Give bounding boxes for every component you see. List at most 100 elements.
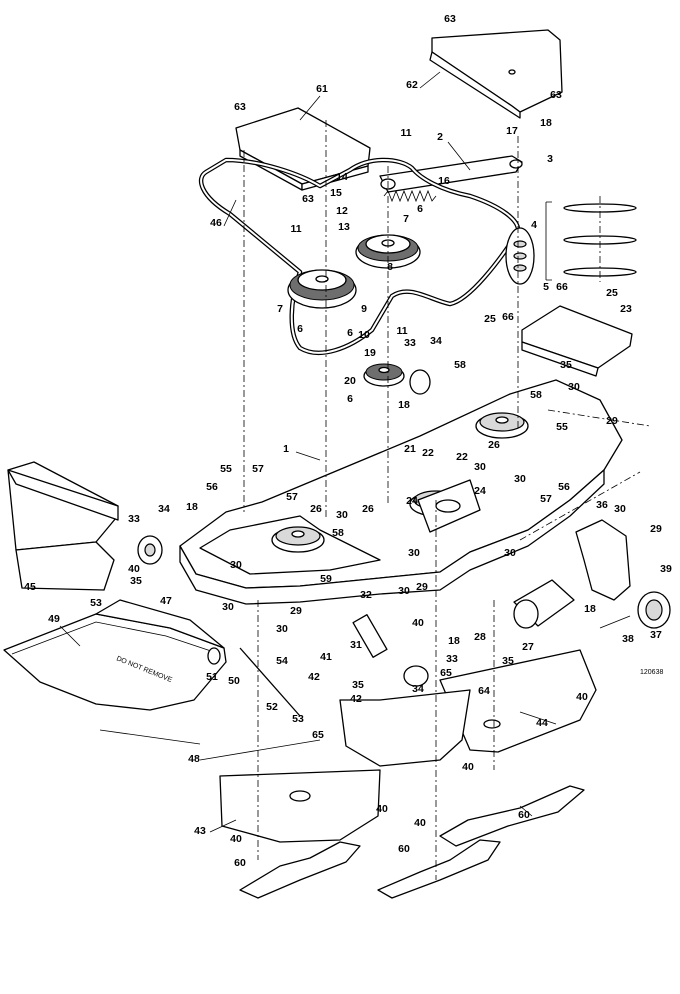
- callout-6: 6: [347, 327, 353, 339]
- callout-46: 46: [210, 217, 222, 229]
- callout-64: 64: [478, 685, 490, 697]
- anti-scalp-wheel-assembly: [575, 519, 671, 629]
- callout-66: 66: [556, 281, 568, 293]
- callout-61: 61: [316, 83, 328, 95]
- discharge-rod: [239, 647, 301, 717]
- callout-66: 66: [502, 311, 514, 323]
- callout-63: 63: [550, 89, 562, 101]
- callout-35: 35: [352, 679, 364, 691]
- callout-23: 23: [620, 303, 632, 315]
- callout-41: 41: [320, 651, 332, 663]
- callout-5: 5: [543, 281, 549, 293]
- callout-59: 59: [320, 573, 332, 585]
- callout-3: 3: [547, 153, 553, 165]
- mower-deck-housing: [179, 379, 623, 605]
- callout-leaders: [59, 71, 557, 833]
- callout-34: 34: [430, 335, 442, 347]
- callout-9: 9: [361, 303, 367, 315]
- callout-8: 8: [387, 261, 393, 273]
- callout-33: 33: [446, 653, 458, 665]
- callout-39: 39: [660, 563, 672, 575]
- callout-51: 51: [206, 671, 218, 683]
- callout-47: 47: [160, 595, 172, 607]
- callout-45: 45: [24, 581, 36, 593]
- discharge-chute: DO NOT REMOVE: [3, 599, 227, 711]
- callout-65: 65: [440, 667, 452, 679]
- callout-30: 30: [568, 381, 580, 393]
- callout-15: 15: [330, 187, 342, 199]
- assembly-axis-lines: [243, 120, 651, 880]
- small-hardware: [137, 369, 431, 687]
- callout-57: 57: [540, 493, 552, 505]
- callout-55: 55: [556, 421, 568, 433]
- callout-22: 22: [456, 451, 468, 463]
- callout-40: 40: [376, 803, 388, 815]
- baffle-44: [439, 649, 597, 753]
- callout-29: 29: [290, 605, 302, 617]
- callout-50: 50: [228, 675, 240, 687]
- callout-65: 65: [312, 729, 324, 741]
- callout-58: 58: [530, 389, 542, 401]
- callout-30: 30: [336, 509, 348, 521]
- callout-37: 37: [650, 629, 662, 641]
- bearing-detail-inset: [505, 196, 637, 285]
- callout-35: 35: [502, 655, 514, 667]
- callout-11: 11: [396, 325, 407, 337]
- callout-16: 16: [438, 175, 450, 187]
- callout-21: 21: [404, 443, 416, 455]
- callout-52: 52: [266, 701, 278, 713]
- callout-27: 27: [522, 641, 534, 653]
- discharge-chute-side-plate: [7, 461, 119, 591]
- callout-63: 63: [302, 193, 314, 205]
- callout-40: 40: [462, 761, 474, 773]
- callout-30: 30: [398, 585, 410, 597]
- callout-40: 40: [414, 817, 426, 829]
- callout-55: 55: [220, 463, 232, 475]
- callout-6: 6: [347, 393, 353, 405]
- callout-54: 54: [276, 655, 288, 667]
- callout-63: 63: [444, 13, 456, 25]
- callout-30: 30: [222, 601, 234, 613]
- callout-38: 38: [622, 633, 634, 645]
- callout-25: 25: [484, 313, 496, 325]
- callout-11: 11: [400, 127, 411, 139]
- callout-18: 18: [186, 501, 198, 513]
- deck-spindle-right: [475, 412, 529, 439]
- callout-2: 2: [437, 131, 443, 143]
- deck-spindle-left: [271, 526, 325, 553]
- callout-24: 24: [406, 495, 418, 507]
- callout-44: 44: [536, 717, 548, 729]
- callout-60: 60: [398, 843, 410, 855]
- idler-arm: [379, 155, 523, 193]
- callout-30: 30: [408, 547, 420, 559]
- callout-18: 18: [540, 117, 552, 129]
- callout-18: 18: [398, 399, 410, 411]
- callout-30: 30: [614, 503, 626, 515]
- cutting-blade-center: [377, 839, 501, 899]
- callout-6: 6: [297, 323, 303, 335]
- callout-63: 63: [234, 101, 246, 113]
- callout-58: 58: [454, 359, 466, 371]
- callout-26: 26: [362, 503, 374, 515]
- callout-48: 48: [188, 753, 200, 765]
- callout-26: 26: [488, 439, 500, 451]
- callout-30: 30: [514, 473, 526, 485]
- drive-belt: [198, 157, 521, 356]
- callout-36: 36: [596, 499, 608, 511]
- callout-42: 42: [308, 671, 320, 683]
- callout-30: 30: [504, 547, 516, 559]
- callout-40: 40: [128, 563, 140, 575]
- spindle-pulley-left: [287, 269, 357, 309]
- callout-30: 30: [474, 461, 486, 473]
- callout-11: 11: [290, 223, 301, 235]
- belt-shield-right: [429, 29, 563, 119]
- callout-43: 43: [194, 825, 206, 837]
- callout-31: 31: [350, 639, 362, 651]
- callout-7: 7: [277, 303, 283, 315]
- callout-1: 1: [283, 443, 289, 455]
- callout-34: 34: [158, 503, 170, 515]
- callout-20: 20: [344, 375, 356, 387]
- baffle-43: [219, 769, 381, 843]
